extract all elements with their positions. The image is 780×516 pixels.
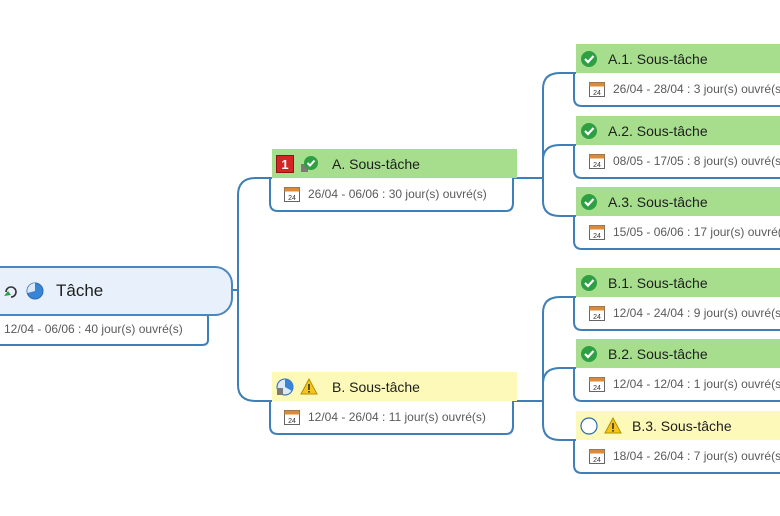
connector-root-b	[237, 290, 272, 402]
branch-b-dates: 12/04 - 26/04 : 11 jour(s) ouvré(s)	[308, 410, 486, 424]
connector-a-a3	[542, 178, 576, 217]
child-a1-topic[interactable]: A.1. Sous-tâche	[576, 44, 780, 73]
child-b2-title: B.2. Sous-tâche	[608, 345, 708, 362]
svg-text:24: 24	[593, 90, 601, 97]
child-a2-meta: 24 08/05 - 17/05 : 8 jour(s) ouvré(s)	[589, 152, 780, 170]
branch-a-meta: 24 26/04 - 06/06 : 30 jour(s) ouvré(s)	[284, 185, 509, 203]
root-topic[interactable]: Tâche	[0, 266, 233, 316]
calendar-icon: 24	[589, 305, 605, 321]
child-b1-title: B.1. Sous-tâche	[608, 274, 708, 291]
connector-a-a1	[513, 72, 576, 179]
child-b1-topic[interactable]: B.1. Sous-tâche	[576, 268, 780, 297]
child-a1-dates: 26/04 - 28/04 : 3 jour(s) ouvré(s)	[613, 82, 780, 96]
root-title: Tâche	[56, 281, 104, 300]
calendar-icon: 24	[284, 409, 300, 425]
calendar-icon: 24	[589, 448, 605, 464]
task-complete-icon	[300, 155, 318, 173]
branch-a-outline	[269, 178, 514, 212]
child-a3-title: A.3. Sous-tâche	[608, 193, 708, 210]
calendar-icon: 24	[589, 224, 605, 240]
svg-text:24: 24	[288, 418, 296, 425]
connector-b-b2	[542, 367, 576, 401]
child-a3-topic[interactable]: A.3. Sous-tâche	[576, 187, 780, 216]
calendar-icon: 24	[589, 153, 605, 169]
svg-text:24: 24	[593, 314, 601, 321]
connector-root-a	[208, 177, 272, 291]
branch-b-outline	[269, 401, 514, 435]
child-a1-meta: 24 26/04 - 28/04 : 3 jour(s) ouvré(s)	[589, 80, 780, 98]
child-b3-meta: 24 18/04 - 26/04 : 7 jour(s) ouvré(s)	[589, 447, 780, 465]
connector-b-b1	[513, 296, 576, 402]
warning-icon	[300, 377, 318, 396]
child-a2-title: A.2. Sous-tâche	[608, 122, 708, 139]
child-b2-outline	[573, 368, 780, 402]
warning-icon	[604, 416, 622, 435]
child-b3-outline	[573, 440, 780, 474]
svg-text:24: 24	[593, 233, 601, 240]
root-dates-text: 12/04 - 06/06 : 40 jour(s) ouvré(s)	[4, 322, 183, 336]
progress-pie-icon	[276, 378, 294, 396]
branch-b-title: B. Sous-tâche	[332, 378, 420, 395]
svg-text:24: 24	[593, 385, 601, 392]
branch-a-topic[interactable]: 1 A. Sous-tâche	[272, 149, 517, 178]
check-icon	[580, 50, 598, 68]
root-dates: 12/04 - 06/06 : 40 jour(s) ouvré(s)	[4, 321, 204, 337]
child-b2-topic[interactable]: B.2. Sous-tâche	[576, 339, 780, 368]
empty-progress-icon	[580, 416, 598, 435]
svg-text:1: 1	[281, 157, 288, 172]
check-icon	[580, 122, 598, 140]
svg-text:24: 24	[593, 457, 601, 464]
connector-b-b3	[542, 401, 576, 441]
child-b1-dates: 12/04 - 24/04 : 9 jour(s) ouvré(s)	[613, 306, 780, 320]
child-a3-outline	[573, 216, 780, 250]
child-b2-meta: 24 12/04 - 12/04 : 1 jour(s) ouvré(s)	[589, 375, 780, 393]
progress-pie-icon	[26, 282, 44, 300]
child-a3-meta: 24 15/05 - 06/06 : 17 jour(s) ouvré(s)	[589, 223, 780, 241]
child-b3-title: B.3. Sous-tâche	[632, 417, 732, 434]
branch-b-topic[interactable]: B. Sous-tâche	[272, 372, 517, 401]
calendar-icon: 24	[589, 81, 605, 97]
branch-b-meta: 24 12/04 - 26/04 : 11 jour(s) ouvré(s)	[284, 408, 509, 426]
check-icon	[580, 345, 598, 363]
recurring-task-icon	[2, 282, 20, 300]
child-b1-outline	[573, 297, 780, 331]
child-a2-outline	[573, 145, 780, 179]
connector-a-a2	[542, 144, 576, 178]
priority-1-icon: 1	[276, 154, 294, 173]
child-b3-topic[interactable]: B.3. Sous-tâche	[576, 411, 780, 440]
child-a3-dates: 15/05 - 06/06 : 17 jour(s) ouvré(s)	[613, 225, 780, 239]
child-a1-title: A.1. Sous-tâche	[608, 50, 708, 67]
branch-a-dates: 26/04 - 06/06 : 30 jour(s) ouvré(s)	[308, 187, 487, 201]
branch-a-title: A. Sous-tâche	[332, 155, 420, 172]
child-a1-outline	[573, 73, 780, 107]
svg-text:24: 24	[288, 195, 296, 202]
check-icon	[580, 274, 598, 292]
child-a2-topic[interactable]: A.2. Sous-tâche	[576, 116, 780, 145]
check-icon	[580, 193, 598, 211]
calendar-icon: 24	[589, 376, 605, 392]
child-b3-dates: 18/04 - 26/04 : 7 jour(s) ouvré(s)	[613, 449, 780, 463]
child-b1-meta: 24 12/04 - 24/04 : 9 jour(s) ouvré(s)	[589, 304, 780, 322]
calendar-icon: 24	[284, 186, 300, 202]
svg-text:24: 24	[593, 162, 601, 169]
child-b2-dates: 12/04 - 12/04 : 1 jour(s) ouvré(s)	[613, 377, 780, 391]
child-a2-dates: 08/05 - 17/05 : 8 jour(s) ouvré(s)	[613, 154, 780, 168]
